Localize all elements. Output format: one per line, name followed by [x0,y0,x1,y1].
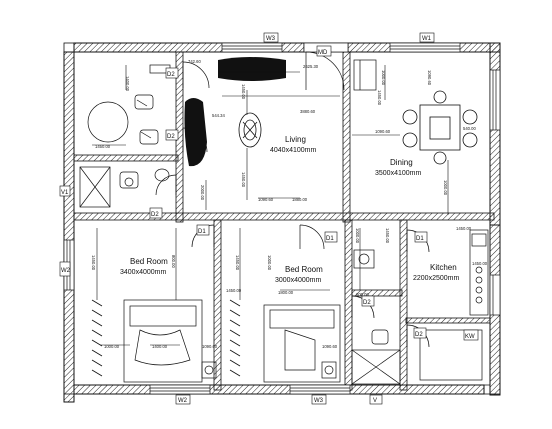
dimension-label: 800.00 [171,255,176,268]
outer-walls [63,42,501,403]
bed-room-1-name: Bed Room [130,257,168,266]
kitchen-counter [419,229,489,381]
window-tag: KW [465,334,475,340]
door-tag: D2 [167,134,175,140]
door-tag: D2 [151,212,159,218]
dimension-label: 1000.00 [355,228,360,244]
door-tag: D2 [167,72,175,78]
door-tag: D1 [326,236,334,242]
living-room-name: Living [285,135,306,144]
dimension-label: 1000.00 [443,180,448,196]
dimension-label: 1400.00 [152,344,168,349]
kitchen-size: 2200x2500mm [413,275,459,282]
dimension-label: 1450.00 [235,255,240,271]
room-labels: Living 4040x4100mm Dining 3500x4100mm Be… [120,135,459,284]
door-tag: D1 [198,229,206,235]
bed-1 [123,299,217,383]
ventilator-tag: V1 [61,190,69,196]
dimension-label: 1450.00 [456,226,472,231]
dimension-label: 1090.60 [375,129,391,134]
dimension-label: 1800.00 [278,290,294,295]
window-tag: W3 [314,398,324,404]
dimension-label: 1090.60 [322,344,338,349]
bed-room-1-size: 3400x4000mm [120,269,166,276]
dimension-label: 1000.00 [267,255,272,271]
dimension-label: 544.34 [212,113,225,118]
bed-room-2-name: Bed Room [285,265,323,274]
dimension-label: 1090.60 [427,70,432,86]
door-tag: MD [318,50,328,56]
dimension-label: 1450.00 [241,84,246,100]
dimension-label: 1450.00 [472,261,488,266]
dimension-label: 1000.00 [104,344,120,349]
bath-room [79,166,170,208]
window-tag: W2 [61,268,71,274]
dimension-label: 742.60 [188,59,201,64]
bed-room-2-size: 3000x4000mm [275,277,321,284]
dimension-label: 600.00 [356,292,369,297]
dimension-label: 1450.00 [377,90,382,106]
dining-cabinet [353,59,377,91]
dimension-label: 1450.00 [95,144,111,149]
dining-room-size: 3500x4100mm [375,170,421,177]
window-hatch-left [91,299,241,377]
dimension-label: 2625.30 [303,64,319,69]
dimension-labels: 742.60 2625.30 3880.60 544.34 1090.60 18… [91,59,488,349]
dimension-label: 540.00 [463,126,476,131]
dimension-label: 1450.00 [226,288,242,293]
dining-table [402,90,478,165]
dining-room-name: Dining [390,158,413,167]
dimension-label: 1450.00 [241,172,246,188]
dimension-label: 1090.60 [258,197,274,202]
window-tag: W2 [178,398,188,404]
living-table [238,112,262,148]
dimension-label: 1000.00 [381,70,386,86]
dimension-label: 2000.00 [200,185,205,201]
small-bath [351,249,401,385]
dimension-label: 1090.60 [202,344,218,349]
kitchen-name: Kitchen [430,263,457,272]
door-tag: D1 [416,236,424,242]
door-tag: D2 [363,300,371,306]
dimension-label: 1450.00 [91,255,96,271]
opening-tag-labels: W3 W1 MD D2 D2 V1 D2 D1 D1 D1 D2 D2 KW W… [61,36,475,404]
dimension-label: 1400.00 [125,76,130,92]
window-tag: W3 [266,36,276,42]
window-tag: W1 [422,36,432,42]
ventilator-tag: V [373,398,377,404]
dimension-label: 1880.00 [292,197,308,202]
door-tag: D2 [415,332,423,338]
dimension-label: 3880.60 [300,109,316,114]
dimension-label: 1450.00 [385,228,390,244]
bed-2 [263,304,341,383]
toilet-room [87,64,171,145]
dimension-lines [92,65,449,346]
living-sofas [184,57,286,167]
interior-walls [73,51,495,391]
living-room-size: 4040x4100mm [270,147,316,154]
opening-tags [59,32,479,405]
